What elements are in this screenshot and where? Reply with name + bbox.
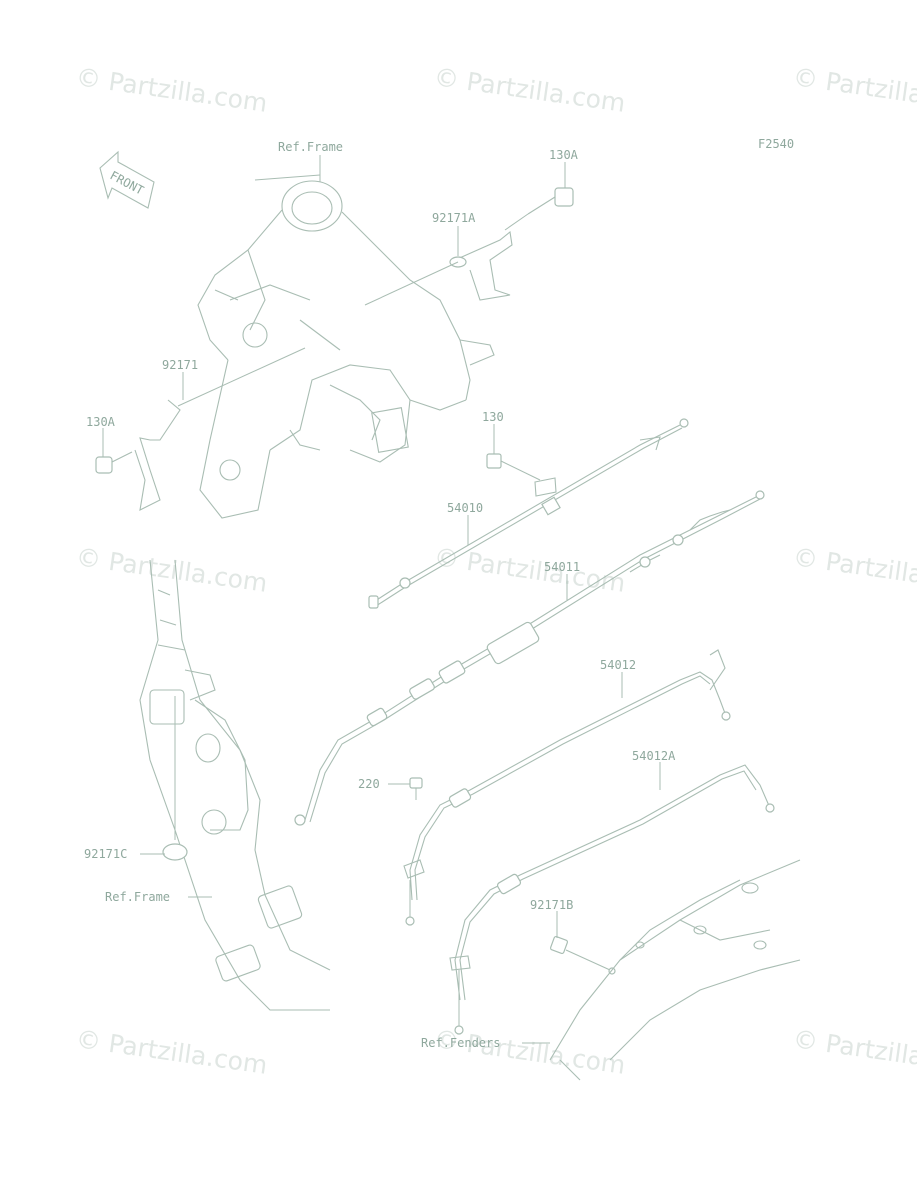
label-54012: 54012 [600,658,636,672]
part-labels: Ref.Frame 130A 92171A 92171 130A 130 540… [84,140,676,1050]
clip-92171b-icon [549,935,616,975]
label-130a-left: 130A [86,415,116,429]
front-label: FRONT [108,168,146,197]
watermark: © Partzilla.com [432,542,627,598]
bolt-130-icon [486,453,557,497]
fender-illustration [549,859,801,1081]
watermark: © Partzilla.com [791,1024,917,1080]
label-54011: 54011 [544,560,580,574]
label-ref-frame-bottom: Ref.Frame [105,890,170,904]
watermarks: © Partzilla.com © Partzilla.com © Partzi… [74,62,917,1080]
diagram-code: F2540 [758,137,794,151]
label-92171b: 92171B [530,898,573,912]
label-130a-top: 130A [549,148,579,162]
clamp-92171-illustration [134,347,306,511]
label-92171a: 92171A [432,211,476,225]
cable-54011-illustration [294,490,765,826]
bolt-130a-top-icon [504,187,574,231]
lower-frame-illustration [139,559,331,1011]
label-ref-fenders: Ref.Fenders [421,1036,500,1050]
leader-lines [102,155,661,1044]
watermark: © Partzilla.com [74,542,269,598]
watermark: © Partzilla.com [791,62,917,118]
bolt-130a-left-icon [95,451,133,474]
cable-54010-illustration [368,418,689,609]
label-ref-frame-top: Ref.Frame [278,140,343,154]
cable-54012a-illustration [449,764,775,1035]
label-130: 130 [482,410,504,424]
label-54010: 54010 [447,501,483,515]
front-arrow-icon: FRONT [99,150,155,209]
watermark: © Partzilla.com [432,62,627,118]
clamp-92171a-illustration [364,230,513,306]
watermark: © Partzilla.com [74,62,269,118]
watermark: © Partzilla.com [74,1024,269,1080]
label-92171c: 92171C [84,847,127,861]
label-92171: 92171 [162,358,198,372]
label-54012a: 54012A [632,749,676,763]
label-220: 220 [358,777,380,791]
cable-54012-illustration [403,649,731,926]
upper-frame-illustration [197,174,495,519]
watermark: © Partzilla.com [791,542,917,598]
